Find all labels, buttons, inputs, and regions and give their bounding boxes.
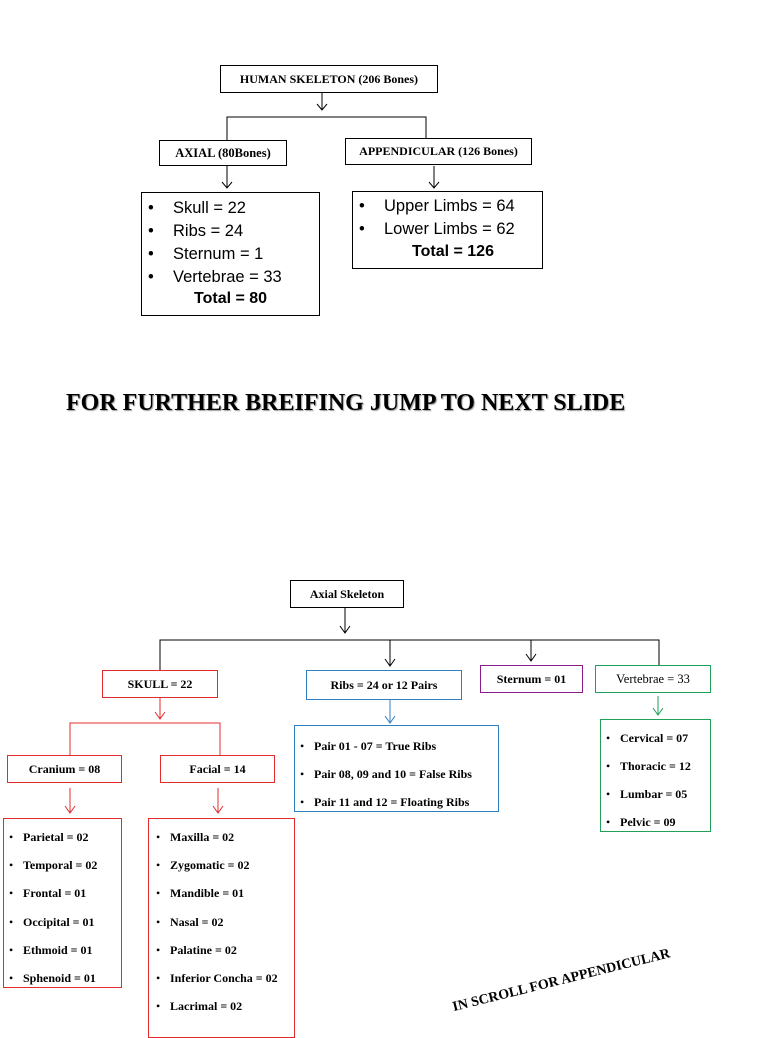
list-item: Parietal = 02	[4, 823, 121, 851]
human-skeleton-node: HUMAN SKELETON (206 Bones)	[220, 65, 438, 93]
headline: FOR FURTHER BREIFING JUMP TO NEXT SLIDE	[66, 390, 626, 416]
list-item: Pair 11 and 12 = Floating Ribs	[295, 788, 498, 816]
list-item: Inferior Concha = 02	[151, 964, 294, 992]
list-item: Nasal = 02	[151, 908, 294, 936]
axial-total: Total = 80	[194, 290, 268, 307]
vertebrae-list-box: Cervical = 07 Thoracic = 12 Lumbar = 05 …	[600, 719, 711, 836]
axial-bones-list: Skull = 22 Ribs = 24 Sternum = 1 Vertebr…	[142, 197, 319, 289]
list-item: Mandible = 01	[151, 879, 294, 907]
facial-list: Maxilla = 02 Zygomatic = 02 Mandible = 0…	[149, 823, 294, 1021]
appendicular-total: Total = 126	[412, 243, 494, 260]
list-item: Pelvic = 09	[601, 808, 710, 836]
list-item: Skull = 22	[142, 197, 319, 220]
appendicular-node: APPENDICULAR (126 Bones)	[345, 138, 532, 165]
cranium-list: Parietal = 02 Temporal = 02 Frontal = 01…	[4, 823, 121, 992]
list-item: Temporal = 02	[4, 851, 121, 879]
list-item: Lacrimal = 02	[151, 992, 294, 1020]
axial-skeleton-node: Axial Skeleton	[290, 580, 404, 608]
list-item: Sphenoid = 01	[4, 964, 121, 992]
appendicular-bones-list: Upper Limbs = 64 Lower Limbs = 62	[353, 195, 542, 241]
list-item: Maxilla = 02	[151, 823, 294, 851]
facial-list-box: Maxilla = 02 Zygomatic = 02 Mandible = 0…	[148, 818, 295, 1038]
list-item: Vertebrae = 33	[142, 266, 319, 289]
axial-node: AXIAL (80Bones)	[159, 140, 287, 166]
ribs-list-box: Pair 01 - 07 = True Ribs Pair 08, 09 and…	[294, 725, 499, 816]
ribs-list: Pair 01 - 07 = True Ribs Pair 08, 09 and…	[295, 732, 498, 816]
facial-node: Facial = 14	[160, 755, 275, 783]
list-item: Upper Limbs = 64	[353, 195, 542, 218]
list-item: Ethmoid = 01	[4, 936, 121, 964]
list-item: Lower Limbs = 62	[353, 218, 542, 241]
list-item: Occipital = 01	[4, 908, 121, 936]
appendicular-bones-box: Upper Limbs = 64 Lower Limbs = 62 Total …	[352, 191, 543, 269]
vertebrae-node: Vertebrae = 33	[595, 665, 711, 693]
sternum-node: Sternum = 01	[480, 665, 583, 693]
skull-node: SKULL = 22	[102, 670, 218, 698]
ribs-node: Ribs = 24 or 12 Pairs	[306, 670, 462, 700]
list-item: Zygomatic = 02	[151, 851, 294, 879]
cranium-list-box: Parietal = 02 Temporal = 02 Frontal = 01…	[3, 818, 122, 992]
list-item: Sternum = 1	[142, 243, 319, 266]
list-item: Thoracic = 12	[601, 752, 710, 780]
list-item: Lumbar = 05	[601, 780, 710, 808]
list-item: Ribs = 24	[142, 220, 319, 243]
vertebrae-list: Cervical = 07 Thoracic = 12 Lumbar = 05 …	[601, 724, 710, 836]
axial-bones-box: Skull = 22 Ribs = 24 Sternum = 1 Vertebr…	[141, 192, 320, 316]
list-item: Frontal = 01	[4, 879, 121, 907]
list-item: Palatine = 02	[151, 936, 294, 964]
cranium-node: Cranium = 08	[7, 755, 122, 783]
list-item: Pair 01 - 07 = True Ribs	[295, 732, 498, 760]
list-item: Cervical = 07	[601, 724, 710, 752]
list-item: Pair 08, 09 and 10 = False Ribs	[295, 760, 498, 788]
